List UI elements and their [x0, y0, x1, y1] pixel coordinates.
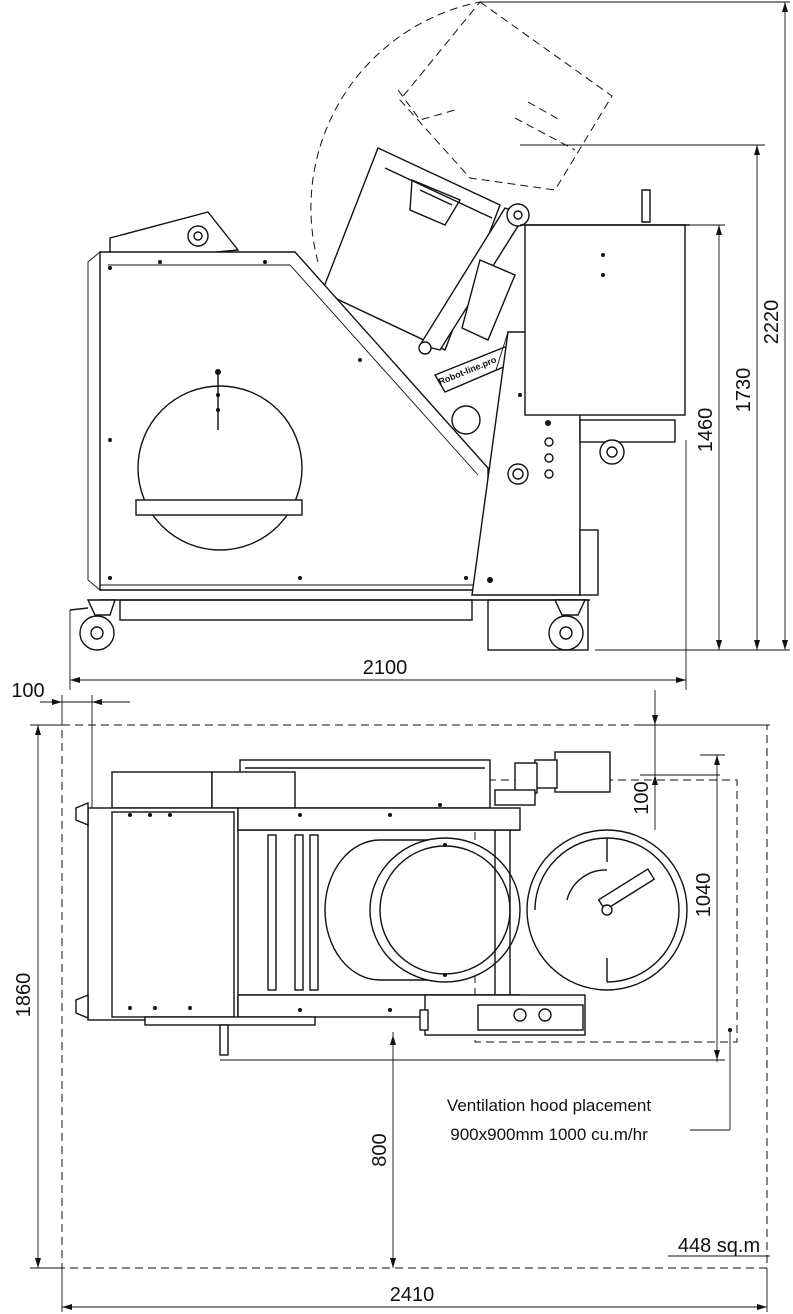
dim-hood-size: 1040 — [693, 873, 715, 918]
dim-offset-left: 100 — [11, 680, 44, 702]
body-rivets — [108, 260, 468, 580]
dim-offset-top: 100 — [631, 781, 653, 814]
base-frame — [100, 599, 590, 651]
bottom-fittings — [419, 994, 586, 1036]
bowl-swing-arc — [310, 1, 481, 263]
top-frame — [75, 801, 521, 1056]
dim-height-table: 1460 — [695, 408, 717, 453]
footprint-outline — [61, 724, 768, 1269]
castor-left — [69, 599, 116, 651]
motor — [494, 751, 611, 806]
dim-height-total: 2220 — [761, 300, 783, 345]
dim-width: 1860 — [13, 973, 35, 1018]
top-view: 100 1860 100 1040 800 2410 Ventilation h… — [11, 680, 770, 1312]
top-bowl — [324, 830, 521, 995]
side-view: Robot-line.pro — [69, 1, 790, 690]
tilt-arm — [418, 203, 530, 355]
dim-length: 2100 — [363, 657, 408, 679]
hood-table — [520, 189, 690, 596]
top-dimensions — [30, 690, 770, 1312]
internal-drum — [135, 369, 303, 551]
dim-total-length: 2410 — [390, 1284, 435, 1306]
area-label: 448 sq.m — [678, 1235, 760, 1257]
ventilation-label-line1: Ventilation hood placement — [447, 1096, 651, 1115]
ventilation-label-line2: 900x900mm 1000 cu.m/hr — [450, 1125, 648, 1144]
side-dimensions — [69, 1, 790, 690]
dim-height-hood: 1730 — [733, 368, 755, 413]
frame-rivets — [128, 803, 442, 1012]
castor-right — [548, 599, 587, 651]
top-hopper — [111, 759, 491, 809]
bowl-raised-ghost — [399, 1, 613, 191]
dim-rear-clearance: 800 — [369, 1133, 391, 1166]
hood-drum — [526, 829, 688, 991]
